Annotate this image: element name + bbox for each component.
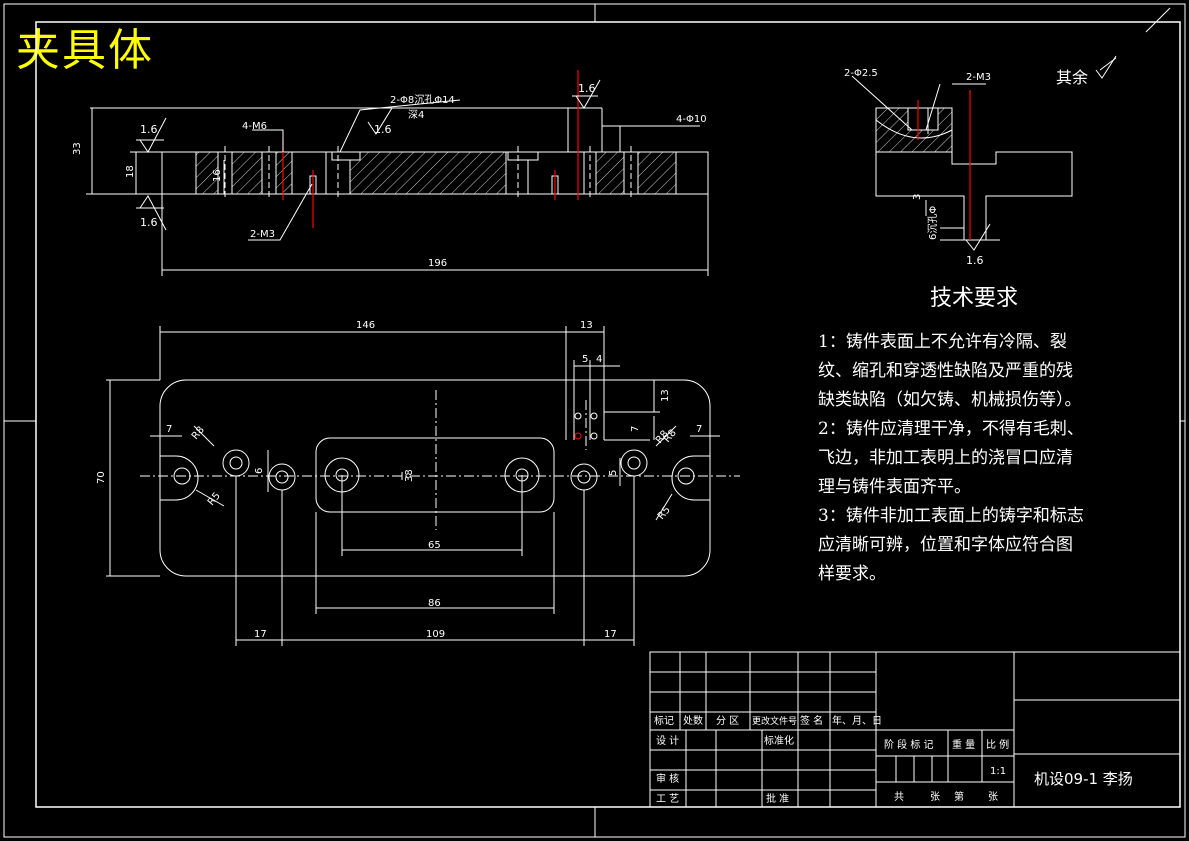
tb-total: 共 <box>894 791 904 803</box>
border-frame <box>3 3 1186 838</box>
callout-csk: 2-Φ2.5 <box>844 68 878 79</box>
dim-13-top: 13 <box>580 320 593 331</box>
dim-17-right: 17 <box>604 629 617 640</box>
dim-6-detail: 6沉孔Φ <box>926 206 939 240</box>
callout-m3: 2-M3 <box>250 229 275 240</box>
tb-scale: 比 例 <box>986 738 1009 751</box>
dim-7-left: 7 <box>166 424 172 435</box>
tb-weight: 重 量 <box>952 738 975 751</box>
dim-18: 18 <box>125 165 136 178</box>
callout-m6: 4-M6 <box>242 121 267 132</box>
dim-33: 33 <box>72 142 83 155</box>
roughness-top-right: 1.6 <box>578 82 596 95</box>
dim-3-detail: 3 <box>912 194 923 200</box>
roughness-mid: 1.6 <box>374 123 392 136</box>
tb-stage-mark: 阶 段 标 记 <box>884 738 934 751</box>
drawing-title: 夹具体 <box>16 25 154 76</box>
tb-count: 处数 <box>683 714 703 727</box>
radius-r8-left: R8 <box>190 425 207 442</box>
dim-4: 4 <box>596 354 602 365</box>
dim-86: 86 <box>428 598 441 609</box>
dim-6: 6 <box>254 468 265 474</box>
roughness-bottom-left: 1.6 <box>140 216 158 229</box>
section-view <box>86 70 709 276</box>
dim-17-left: 17 <box>254 629 267 640</box>
detail-view <box>851 55 1117 251</box>
rest-roughness-label: 其余 <box>1056 68 1089 87</box>
dim-7-right: 7 <box>696 424 702 435</box>
dim-5: 5 <box>582 354 588 365</box>
dim-65: 65 <box>428 540 441 551</box>
tb-zone: 分 区 <box>716 715 739 727</box>
radius-r5-left: R5 <box>206 491 223 508</box>
section-view-labels: 33 18 16 196 1.6 1.6 1.6 1.6 2-Φ8沉孔Φ14 深… <box>72 82 707 269</box>
tb-scale-value: 1:1 <box>990 766 1006 777</box>
title-block <box>649 651 1181 808</box>
tb-sign: 签 名 <box>800 714 823 727</box>
tb-sheet: 张 <box>930 791 940 803</box>
tb-review: 审 核 <box>656 772 679 785</box>
dim-13-side: 13 <box>660 389 671 402</box>
tb-author: 机设09-1 李扬 <box>1034 770 1133 788</box>
roughness-top-left: 1.6 <box>140 123 158 136</box>
requirements-title: 技术要求 <box>930 286 1019 311</box>
tb-date: 年、月、日 <box>832 714 882 727</box>
callout-counterbore: 2-Φ8沉孔Φ14 <box>390 93 455 106</box>
tb-approve: 批 准 <box>766 792 789 805</box>
requirements-text: 1：铸件表面上不允许有冷隔、裂 纹、缩孔和穿透性缺陷及严重的残 缺类缺陷（如欠铸… <box>818 332 1084 584</box>
tb-page-unit: 张 <box>988 791 998 803</box>
callout-depth: 深4 <box>408 109 424 121</box>
radius-r5-right: R5 <box>656 505 673 522</box>
dim-38: 38 <box>404 469 415 482</box>
dim-196: 196 <box>428 258 447 269</box>
dim-7-side: 7 <box>630 426 641 432</box>
plan-view-labels: 146 13 5 4 13 7 7 7 70 6 5 38 65 86 17 1… <box>96 320 702 640</box>
dim-5-right: 5 <box>608 470 619 476</box>
tb-change-doc: 更改文件号 <box>752 715 797 727</box>
tb-page: 第 <box>954 790 964 803</box>
dim-16: 16 <box>212 169 223 182</box>
callout-m3-detail: 2-M3 <box>966 72 991 83</box>
detail-view-labels: 2-Φ2.5 2-M3 3 6沉孔Φ 1.6 <box>844 68 991 267</box>
roughness-detail: 1.6 <box>966 254 984 267</box>
dim-146: 146 <box>356 320 375 331</box>
title-block-labels: 标记 处数 分 区 更改文件号 签 名 年、月、日 设 计 标准化 阶 段 标 … <box>654 714 1133 805</box>
callout-pins: 4-Φ10 <box>676 114 707 125</box>
dim-109: 109 <box>426 629 445 640</box>
tb-mark: 标记 <box>654 715 674 727</box>
plan-view <box>106 326 740 646</box>
dim-70: 70 <box>96 471 107 484</box>
tb-design: 设 计 <box>656 734 679 747</box>
tb-process: 工 艺 <box>656 793 679 805</box>
tb-standardize: 标准化 <box>764 734 794 747</box>
